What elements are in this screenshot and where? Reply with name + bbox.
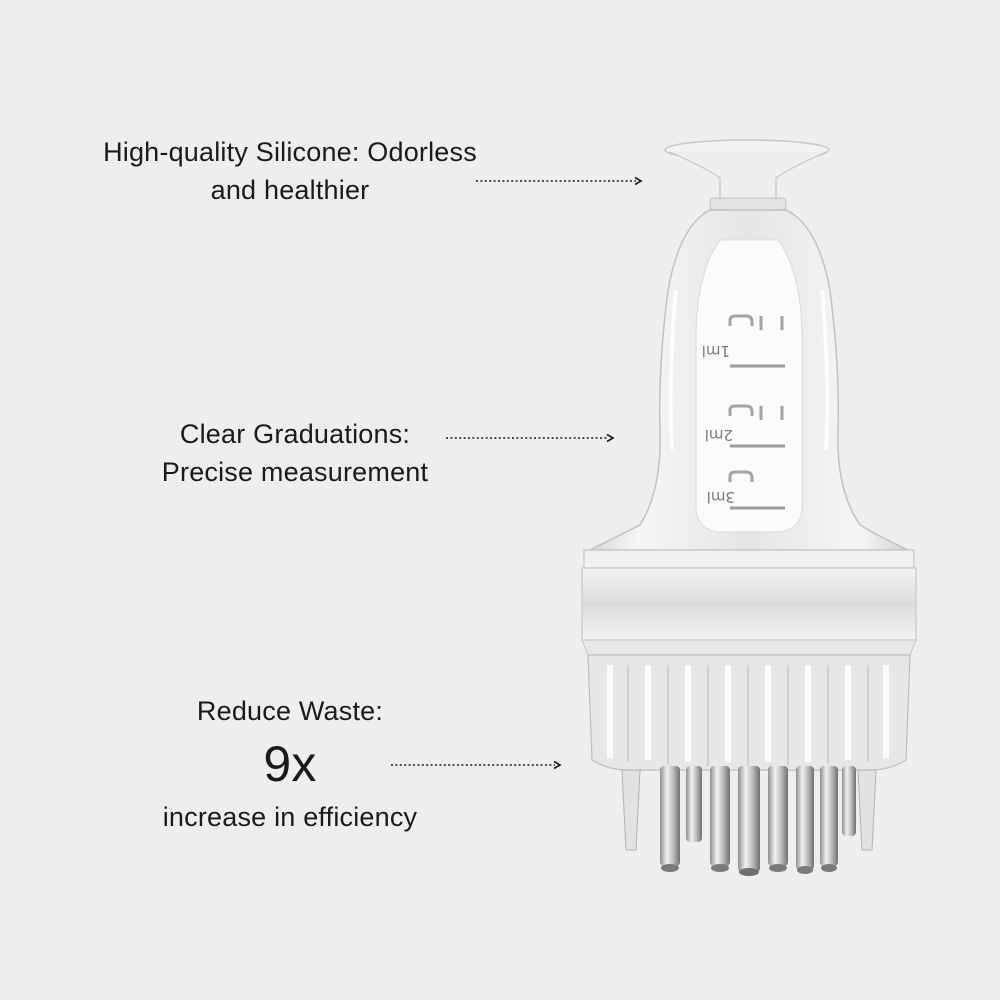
efficiency-multiplier: 9x xyxy=(263,736,317,792)
callout-graduations-line1: Clear Graduations: xyxy=(179,419,411,449)
callout-silicone-line2: and healthier xyxy=(210,175,370,205)
dotted-arrow-icon xyxy=(476,176,644,186)
graduation-label-3ml: 3ml xyxy=(707,488,735,506)
callout-silicone-line1: High-quality Silicone: Odorless xyxy=(103,137,477,167)
graduation-scale: 1ml 2ml 3ml xyxy=(702,314,785,510)
callout-waste-line2: increase in efficiency xyxy=(162,802,418,832)
callout-silicone: High-quality Silicone: Odorless and heal… xyxy=(60,133,520,209)
graduation-label-2ml: 2ml xyxy=(705,426,733,444)
callout-reduce-waste: Reduce Waste: 9x increase in efficiency xyxy=(110,692,470,836)
dotted-arrow-icon xyxy=(446,433,616,443)
callout-waste-line1: Reduce Waste: xyxy=(196,696,384,726)
callout-graduations-line2: Precise measurement xyxy=(161,457,429,487)
applicator-pins xyxy=(621,766,877,876)
dotted-arrow-icon xyxy=(391,760,563,770)
callout-graduations: Clear Graduations: Precise measurement xyxy=(120,415,470,491)
scalp-applicator-image: 1ml 2ml 3ml xyxy=(570,130,930,890)
graduation-label-1ml: 1ml xyxy=(702,342,730,360)
